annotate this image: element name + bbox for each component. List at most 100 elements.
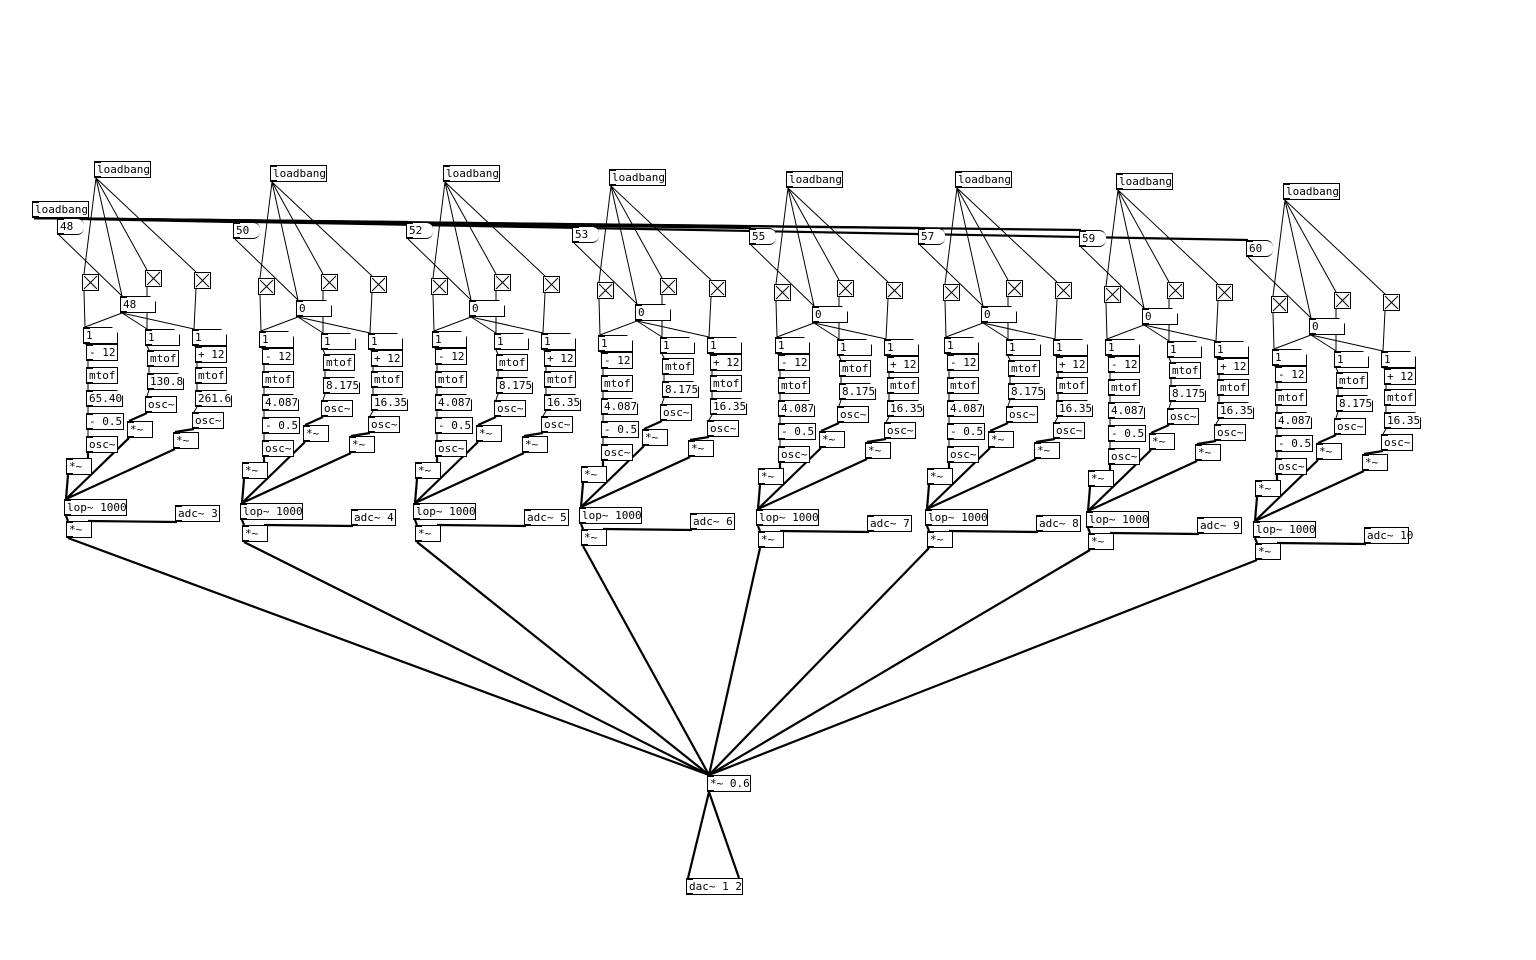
minus-05-object[interactable]: - 0.5 <box>435 417 473 434</box>
control-cord[interactable] <box>1117 189 1219 285</box>
control-cord[interactable] <box>542 410 547 417</box>
signal-cord[interactable] <box>1035 437 1056 444</box>
note-message-box[interactable]: 53 <box>572 226 599 243</box>
signal-cord[interactable] <box>866 437 887 444</box>
lowpass-object[interactable]: lop~ 1000 <box>1086 511 1149 528</box>
toggle-low[interactable] <box>258 278 275 295</box>
minus-12-object[interactable]: - 12 <box>778 354 810 371</box>
gate-number-mid[interactable]: 1 <box>1334 351 1369 368</box>
minus-12-object[interactable]: - 12 <box>86 344 118 361</box>
mtof-object[interactable]: mtof <box>601 375 633 392</box>
dac-object[interactable]: dac~ 1 2 <box>686 878 743 895</box>
control-cord[interactable] <box>95 177 197 273</box>
osc-object-mid[interactable]: osc~ <box>660 404 692 421</box>
signal-cord[interactable] <box>174 427 195 434</box>
gate-number-high[interactable]: 1 <box>1214 341 1249 358</box>
signal-cord[interactable] <box>989 421 1009 433</box>
multiply-object-mid[interactable]: *~ <box>988 431 1014 448</box>
osc-object-low[interactable]: osc~ <box>1108 448 1140 465</box>
freq-number-high[interactable]: 16.35 <box>1056 400 1093 417</box>
gate-number-low[interactable]: 1 <box>259 331 294 348</box>
freq-number-mid[interactable]: 130.8 <box>147 373 184 390</box>
mtof-object[interactable]: mtof <box>435 371 467 388</box>
control-cord[interactable] <box>193 406 198 413</box>
loadbang-object[interactable]: loadbang <box>955 171 1012 188</box>
lowpass-object[interactable]: lop~ 1000 <box>925 509 988 526</box>
control-cord[interactable] <box>787 187 815 307</box>
control-cord[interactable] <box>610 185 638 305</box>
global-loadbang-object[interactable]: loadbang <box>32 201 89 218</box>
signal-cord[interactable] <box>128 411 148 423</box>
mtof-object[interactable]: mtof <box>1275 389 1307 406</box>
control-cord[interactable] <box>598 298 601 336</box>
loadbang-object[interactable]: loadbang <box>609 169 666 186</box>
note-message-box[interactable]: 57 <box>918 228 945 245</box>
osc-object-mid[interactable]: osc~ <box>494 400 526 417</box>
osc-object-high[interactable]: osc~ <box>1381 434 1413 451</box>
osc-object-mid[interactable]: osc~ <box>321 400 353 417</box>
signal-cord[interactable] <box>925 484 931 510</box>
control-cord[interactable] <box>1117 189 1145 309</box>
signal-cord[interactable] <box>1317 433 1337 445</box>
signal-cord[interactable] <box>689 435 710 442</box>
signal-cord[interactable] <box>263 523 354 528</box>
freq-number-low[interactable]: 4.087 <box>1275 412 1312 429</box>
signal-cord[interactable] <box>708 549 1091 776</box>
freq-number-high[interactable]: 16.35 <box>710 398 747 415</box>
control-cord[interactable] <box>610 185 712 281</box>
signal-cord[interactable] <box>414 452 525 504</box>
osc-object-low[interactable]: osc~ <box>778 446 810 463</box>
control-cord[interactable] <box>838 399 842 407</box>
toggle-high[interactable] <box>543 276 560 293</box>
minus-05-object[interactable]: - 0.5 <box>778 423 816 440</box>
lowpass-object[interactable]: lop~ 1000 <box>756 509 819 526</box>
multiply-object-low[interactable]: *~ <box>758 468 784 485</box>
signal-cord[interactable] <box>925 525 931 532</box>
control-cord[interactable] <box>1382 310 1386 352</box>
control-cord[interactable] <box>1284 199 1386 295</box>
plus-12-object[interactable]: + 12 <box>1217 358 1249 375</box>
control-cord[interactable] <box>369 410 374 417</box>
osc-object-low[interactable]: osc~ <box>1275 458 1307 475</box>
note-number-box[interactable]: 0 <box>296 300 332 317</box>
control-cord[interactable] <box>58 234 123 297</box>
multiply-object-mid[interactable]: *~ <box>1316 443 1342 460</box>
mtof-object[interactable]: mtof <box>887 377 919 394</box>
signal-cord[interactable] <box>926 458 1037 510</box>
control-cord[interactable] <box>297 316 371 334</box>
control-cord[interactable] <box>945 322 984 338</box>
multiply-object-high[interactable]: *~ <box>1034 442 1060 459</box>
control-cord[interactable] <box>1272 199 1286 297</box>
signal-cord[interactable] <box>416 541 710 776</box>
mtof-object[interactable]: mtof <box>1336 372 1368 389</box>
note-message-box[interactable]: 50 <box>233 222 260 239</box>
signal-cord[interactable] <box>87 519 178 524</box>
control-cord[interactable] <box>121 312 148 330</box>
signal-cord[interactable] <box>757 458 868 510</box>
adc-object[interactable]: adc~ 10 <box>1364 527 1413 544</box>
control-cord[interactable] <box>495 349 499 355</box>
control-cord[interactable] <box>1143 324 1217 342</box>
signal-cord[interactable] <box>643 419 663 431</box>
osc-object-mid[interactable]: osc~ <box>145 396 177 413</box>
signal-cord[interactable] <box>413 519 419 526</box>
signal-cord[interactable] <box>708 547 930 776</box>
signal-cord[interactable] <box>33 216 1249 242</box>
note-number-box[interactable]: 0 <box>1309 318 1345 335</box>
control-cord[interactable] <box>1272 312 1275 350</box>
control-cord[interactable] <box>259 294 262 332</box>
control-cord[interactable] <box>260 316 299 332</box>
freq-number-low[interactable]: 4.087 <box>435 394 472 411</box>
mtof-object[interactable]: mtof <box>496 354 528 371</box>
osc-object-mid[interactable]: osc~ <box>837 406 869 423</box>
signal-cord[interactable] <box>304 415 324 427</box>
control-cord[interactable] <box>433 316 472 332</box>
plus-12-object[interactable]: + 12 <box>1056 356 1088 373</box>
control-cord[interactable] <box>84 312 123 328</box>
multiply-object-out[interactable]: *~ <box>1255 543 1281 560</box>
control-cord[interactable] <box>444 181 546 277</box>
control-cord[interactable] <box>83 177 97 275</box>
note-number-box[interactable]: 48 <box>120 296 156 313</box>
gate-number-low[interactable]: 1 <box>83 327 118 344</box>
mtof-object[interactable]: mtof <box>86 367 118 384</box>
